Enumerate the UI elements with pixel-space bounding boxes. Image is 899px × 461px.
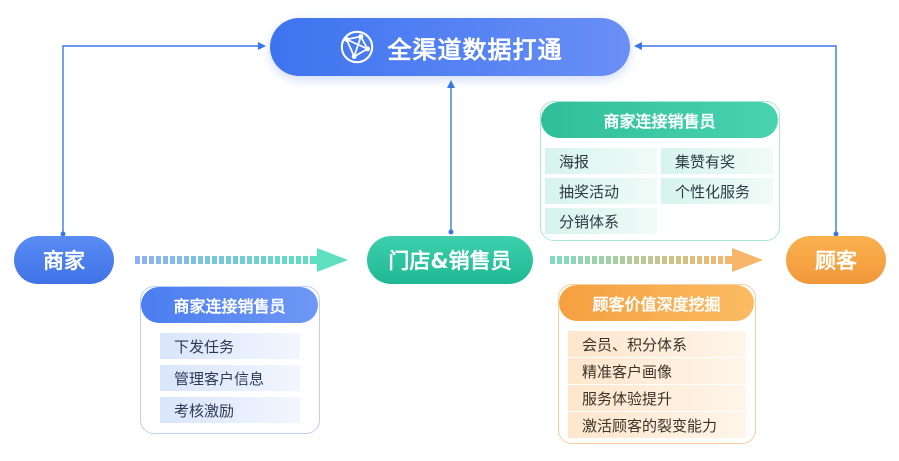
card-item: 管理客户信息 xyxy=(160,365,300,391)
merchant-connect-sales-card: 商家连接销售员 下发任务 管理客户信息 考核激励 xyxy=(140,286,320,434)
customer-to-hub-connector xyxy=(634,42,837,234)
card-item: 抽奖活动 xyxy=(545,178,657,204)
card-title: 顾客价值深度挖掘 xyxy=(559,285,754,321)
merchant-to-hub-connector xyxy=(62,42,266,234)
card-item: 考核激励 xyxy=(160,397,300,423)
flow-arrow-merchant-to-store xyxy=(135,248,348,272)
card-item: 服务体验提升 xyxy=(568,385,746,411)
card-item: 会员、积分体系 xyxy=(568,331,746,357)
card-item: 激活顾客的裂变能力 xyxy=(568,412,746,438)
card-item: 个性化服务 xyxy=(661,178,773,204)
store-marketing-card: 商家连接销售员 海报 集赞有奖 抽奖活动 个性化服务 分销体系 xyxy=(540,101,780,241)
flow-arrow-store-to-customer xyxy=(550,248,763,272)
customer-value-card: 顾客价值深度挖掘 会员、积分体系 精准客户画像 服务体验提升 激活顾客的裂变能力 xyxy=(558,284,756,444)
card-item: 集赞有奖 xyxy=(661,148,773,174)
card-title: 商家连接销售员 xyxy=(141,287,318,323)
card-item: 下发任务 xyxy=(160,333,300,359)
card-item: 海报 xyxy=(545,148,657,174)
merchant-node: 商家 xyxy=(14,236,114,284)
omnichannel-hub: 全渠道数据打通 xyxy=(270,18,630,76)
hub-title: 全渠道数据打通 xyxy=(387,35,563,64)
store-salesperson-node: 门店&销售员 xyxy=(367,236,533,284)
customer-node: 顾客 xyxy=(786,236,886,284)
card-item: 分销体系 xyxy=(545,208,657,234)
card-title: 商家连接销售员 xyxy=(541,102,778,138)
card-item: 精准客户画像 xyxy=(568,358,746,384)
network-globe-icon xyxy=(340,30,373,64)
